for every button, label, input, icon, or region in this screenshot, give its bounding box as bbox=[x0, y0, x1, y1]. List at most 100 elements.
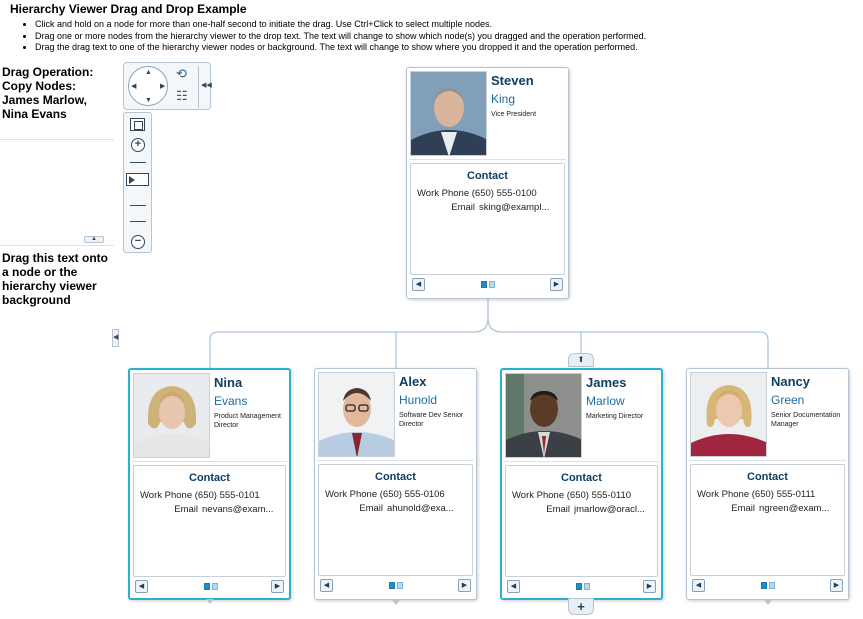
instruction-item: Drag the drag text to one of the hierarc… bbox=[35, 42, 646, 54]
node-last-name: King bbox=[491, 92, 516, 106]
work-phone: Work Phone (650) 555-0110 bbox=[512, 490, 631, 501]
work-phone-value: (650) 555-0111 bbox=[751, 489, 816, 500]
show-parent-icon[interactable]: ⬆ bbox=[568, 353, 594, 367]
prev-panel-icon[interactable]: ◀ bbox=[135, 580, 148, 593]
prev-panel-icon[interactable]: ◀ bbox=[692, 579, 705, 592]
pager-dot-active[interactable] bbox=[576, 583, 582, 590]
node-last-name: Evans bbox=[214, 394, 248, 408]
avatar bbox=[133, 373, 210, 458]
collapse-controls-icon[interactable]: ◀◀ bbox=[201, 82, 212, 89]
contact-title: Contact bbox=[375, 471, 416, 483]
next-panel-icon[interactable]: ▶ bbox=[271, 580, 284, 593]
panel-divider bbox=[0, 139, 114, 140]
zoom-tick bbox=[130, 221, 146, 222]
avatar bbox=[690, 372, 767, 457]
node-james-marlow[interactable]: James Marlow Marketing Director Contact … bbox=[500, 368, 663, 600]
work-phone-value: (650) 555-0110 bbox=[566, 490, 632, 501]
pan-left-icon[interactable]: ◀ bbox=[131, 83, 137, 90]
node-steven-king[interactable]: Steven King Vice President Contact Work … bbox=[406, 67, 569, 299]
work-phone: Work Phone (650) 555-0111 bbox=[697, 489, 815, 500]
work-phone: Work Phone (650) 555-0101 bbox=[140, 490, 260, 501]
avatar bbox=[505, 373, 582, 458]
node-divider bbox=[689, 460, 846, 461]
node-divider bbox=[409, 159, 566, 160]
layout-icon[interactable]: ☷ bbox=[176, 88, 188, 103]
pan-control: ▲ ▼ ◀ ▶ ⟲ ☷ ◀◀ bbox=[123, 62, 212, 110]
pager-dot[interactable] bbox=[397, 582, 403, 589]
collapse-left-icon[interactable]: ◀ bbox=[112, 329, 119, 347]
email-label: Email bbox=[546, 504, 570, 515]
node-bottom-arrow bbox=[205, 599, 214, 604]
pager-dot[interactable] bbox=[584, 583, 590, 590]
work-phone-label: Work Phone bbox=[325, 489, 378, 500]
node-bottom-arrow bbox=[391, 600, 400, 605]
email-value: sking@exampl... bbox=[479, 202, 550, 213]
zoom-slider-thumb[interactable] bbox=[126, 173, 149, 186]
avatar bbox=[410, 71, 487, 156]
zoom-in-icon[interactable]: + bbox=[131, 138, 145, 152]
instructions-list: Click and hold on a node for more than o… bbox=[22, 19, 646, 54]
prev-panel-icon[interactable]: ◀ bbox=[507, 580, 520, 593]
panel-divider bbox=[0, 245, 114, 246]
work-phone-label: Work Phone bbox=[417, 188, 470, 199]
next-panel-icon[interactable]: ▶ bbox=[550, 278, 563, 291]
work-phone: Work Phone (650) 555-0106 bbox=[325, 489, 445, 500]
zoom-out-icon[interactable]: − bbox=[131, 235, 145, 249]
email-label: Email bbox=[451, 202, 475, 213]
node-last-name: Marlow bbox=[586, 394, 625, 408]
splitter-up-icon[interactable]: ▲ bbox=[84, 236, 104, 243]
node-first-name: Nancy bbox=[771, 374, 811, 389]
contact-title: Contact bbox=[747, 471, 788, 483]
rotate-icon[interactable]: ⟲ bbox=[176, 66, 187, 81]
panel-pager bbox=[761, 582, 777, 589]
pager-dot[interactable] bbox=[489, 281, 495, 288]
next-panel-icon[interactable]: ▶ bbox=[643, 580, 656, 593]
node-first-name: Alex bbox=[399, 374, 427, 389]
pager-dot-active[interactable] bbox=[761, 582, 767, 589]
expand-children-icon[interactable]: + bbox=[568, 598, 594, 615]
work-phone-value: (650) 555-0101 bbox=[194, 490, 260, 501]
email-label: Email bbox=[359, 503, 383, 514]
panel-pager bbox=[481, 281, 497, 288]
pan-down-icon[interactable]: ▼ bbox=[145, 97, 152, 104]
node-nina-evans[interactable]: Nina Evans Product Management Director C… bbox=[128, 368, 291, 604]
pager-dot-active[interactable] bbox=[389, 582, 395, 589]
instruction-item: Click and hold on a node for more than o… bbox=[35, 19, 646, 31]
prev-panel-icon[interactable]: ◀ bbox=[412, 278, 425, 291]
pager-dot[interactable] bbox=[212, 583, 218, 590]
email-value: ngreen@exam... bbox=[759, 503, 830, 514]
node-alex-hunold[interactable]: Alex Hunold Software Dev Senior Director… bbox=[314, 368, 477, 605]
pager-dot-active[interactable] bbox=[481, 281, 487, 288]
node-job-title: Vice President bbox=[491, 111, 537, 118]
email-value: ahunold@exa... bbox=[387, 503, 454, 514]
zoom-control: + − bbox=[123, 112, 152, 253]
next-panel-icon[interactable]: ▶ bbox=[458, 579, 471, 592]
node-divider bbox=[317, 460, 474, 461]
email-label: Email bbox=[731, 503, 755, 514]
prev-panel-icon[interactable]: ◀ bbox=[320, 579, 333, 592]
pager-dot[interactable] bbox=[769, 582, 775, 589]
instruction-item: Drag one or more nodes from the hierarch… bbox=[35, 31, 646, 43]
drag-source-text[interactable]: Drag this text onto a node or the hierar… bbox=[2, 251, 109, 307]
next-panel-icon[interactable]: ▶ bbox=[830, 579, 843, 592]
pan-circle[interactable]: ▲ ▼ ◀ ▶ bbox=[128, 66, 168, 106]
avatar bbox=[318, 372, 395, 457]
pan-up-icon[interactable]: ▲ bbox=[145, 69, 152, 76]
contact-panel: Contact Work Phone (650) 555-0106 Email … bbox=[318, 464, 473, 576]
node-divider bbox=[132, 461, 287, 462]
zoom-to-fit-icon[interactable] bbox=[130, 118, 145, 131]
pager-dot-active[interactable] bbox=[204, 583, 210, 590]
work-phone-value: (650) 555-0106 bbox=[379, 489, 445, 500]
drag-operation-text: Drag Operation: Copy Nodes: James Marlow… bbox=[2, 65, 94, 121]
left-panel: Drag Operation: Copy Nodes: James Marlow… bbox=[0, 63, 116, 619]
node-first-name: Nina bbox=[214, 375, 243, 390]
work-phone-label: Work Phone bbox=[140, 490, 193, 501]
node-nancy-green[interactable]: Nancy Green Senior Documentation Manager… bbox=[686, 368, 849, 605]
pan-right-icon[interactable]: ▶ bbox=[160, 83, 166, 90]
connector-line bbox=[209, 298, 489, 368]
panel-pager bbox=[576, 583, 592, 590]
work-phone-value: (650) 555-0100 bbox=[471, 188, 537, 199]
email-label: Email bbox=[174, 504, 198, 515]
email-value: nevans@exam... bbox=[202, 504, 274, 515]
